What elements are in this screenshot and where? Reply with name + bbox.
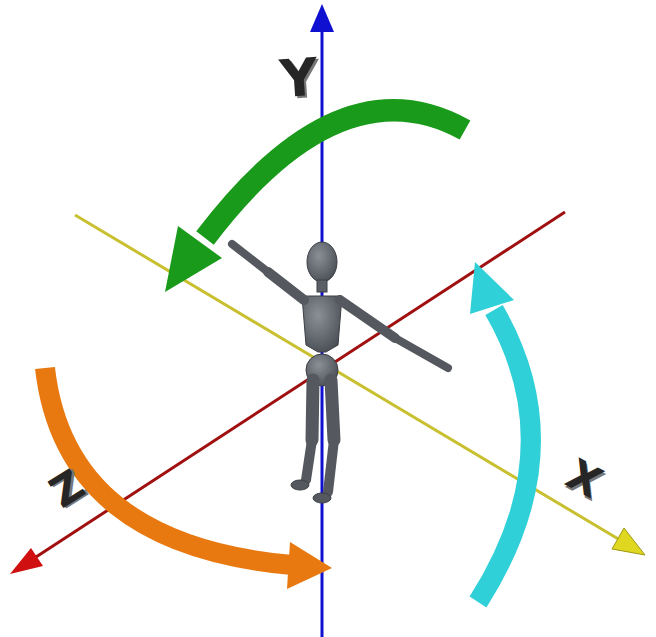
x-arrowhead <box>612 528 645 555</box>
axis-label: X <box>560 453 608 505</box>
y-rotation-head <box>165 226 222 292</box>
mannequin-figure <box>232 242 448 503</box>
x-rotation-head <box>470 262 514 314</box>
x-axis <box>75 215 620 540</box>
z-rotation-arrow <box>45 368 292 565</box>
axis-label: Y <box>278 51 319 106</box>
z-rotation-head <box>287 542 332 589</box>
z-arrowhead <box>10 548 43 574</box>
x-rotation-arrow <box>478 310 531 602</box>
y-arrowhead <box>310 4 334 32</box>
y-rotation-arrow <box>205 110 465 238</box>
